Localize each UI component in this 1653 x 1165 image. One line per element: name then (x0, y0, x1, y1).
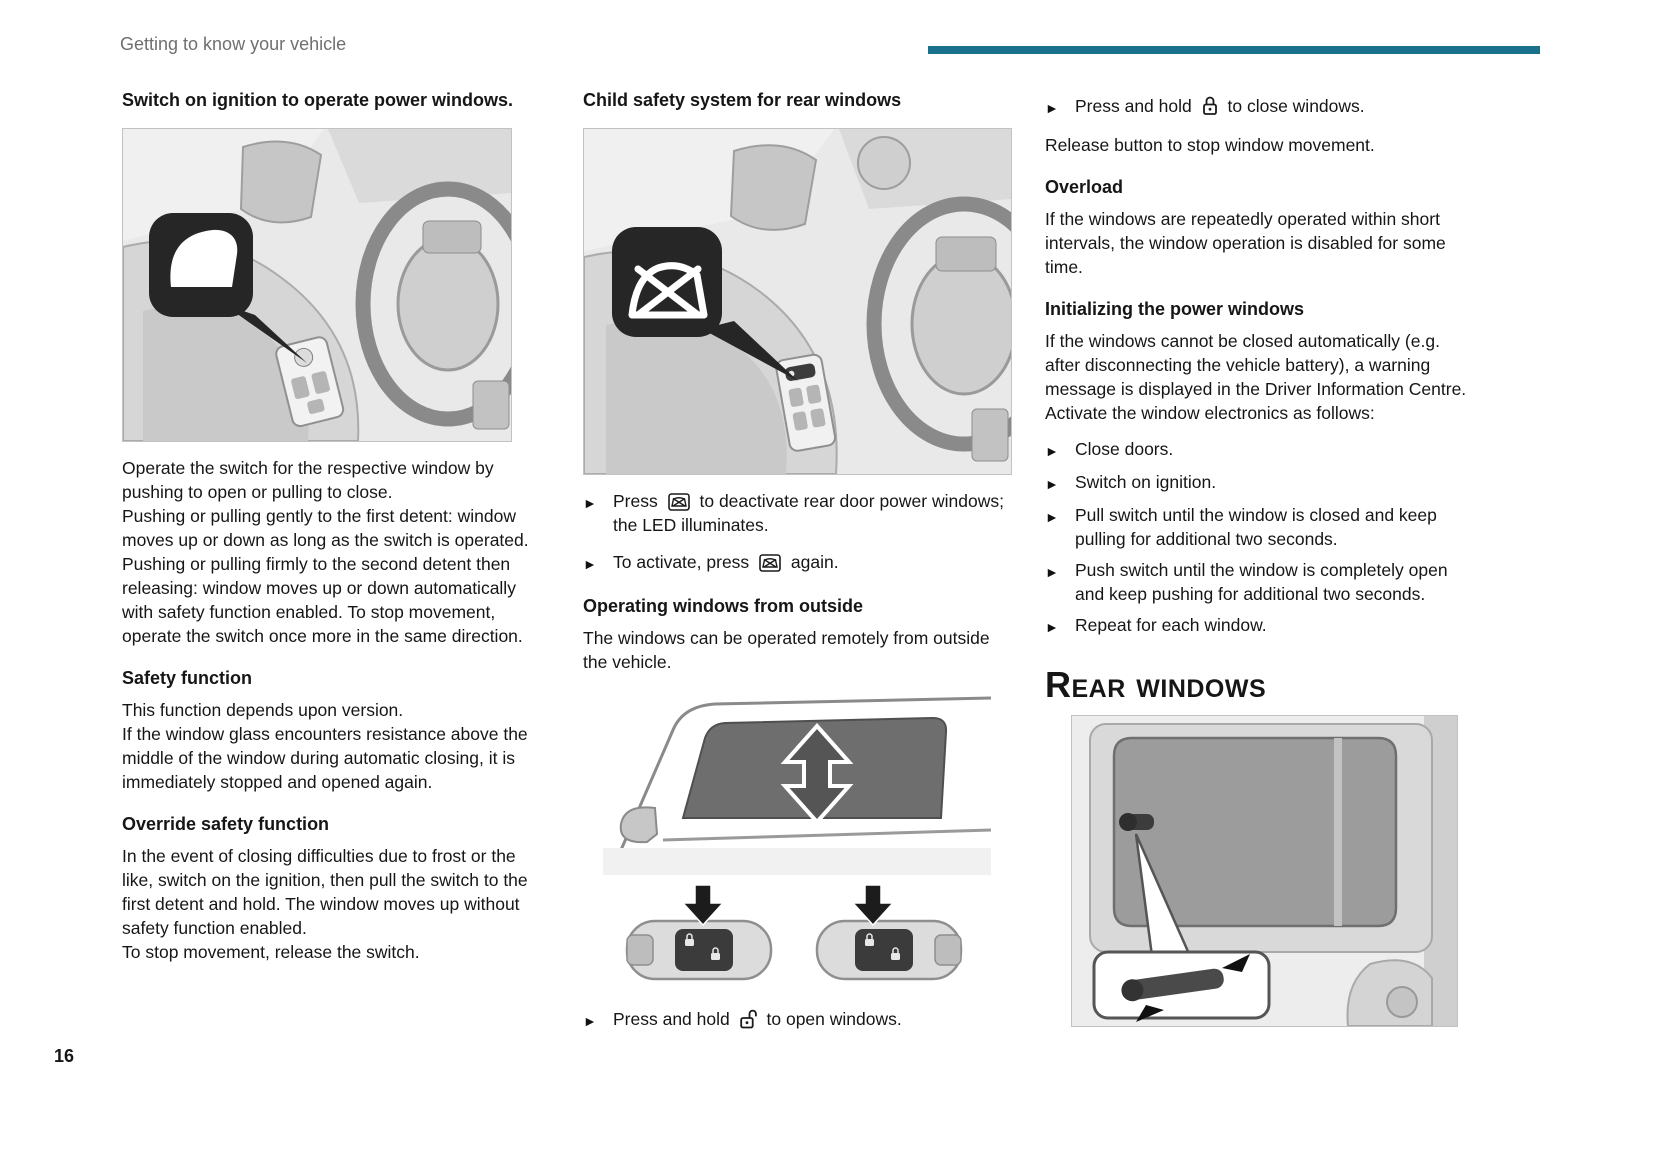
bullet-text: Press and hold to open windows. (613, 1007, 1011, 1033)
window-remote-illustration (603, 690, 992, 875)
child-lock-window-icon (667, 493, 690, 511)
triangle-bullet-icon: ► (1045, 509, 1059, 525)
latch-callout (1092, 950, 1271, 1022)
bullet-init-step: ► Repeat for each window. (1045, 613, 1469, 639)
heading-overload: Overload (1045, 177, 1124, 197)
up-down-arrow-icon (780, 722, 854, 826)
bullet-text-post: to open windows. (766, 1009, 902, 1029)
window-latch-knob (1119, 813, 1154, 831)
para-release-button: Release button to stop window movement. (1045, 135, 1375, 155)
bullet-text-pre: Press (613, 491, 658, 511)
bullet-text: Press to deactivate rear door power wind… (613, 489, 1011, 537)
latch-arrow-down-icon (1136, 1005, 1164, 1022)
para-operating-outside: The windows can be operated remotely fro… (583, 628, 990, 672)
key-fob-open (625, 884, 773, 981)
bullet-open-windows: ► Press and hold to open windows. (583, 1007, 1011, 1033)
column-right: ► Press and hold to close windows. Relea… (1045, 94, 1469, 1041)
child-lock-window-icon (759, 554, 781, 572)
bullet-text-pre: Press and hold (1075, 96, 1192, 116)
bullet-close-windows: ► Press and hold to close windows. (1045, 94, 1469, 120)
child-lock-switch-panel (775, 353, 837, 452)
triangle-bullet-icon: ► (1045, 564, 1059, 580)
accent-bar (928, 46, 1540, 54)
para-override-safety: In the event of closing difficulties due… (122, 846, 528, 962)
heading-safety-function: Safety function (122, 668, 253, 688)
bullet-text-post: again. (790, 552, 839, 572)
open-padlock-icon (739, 1008, 757, 1029)
bullet-text: Pull switch until the window is closed a… (1075, 505, 1437, 549)
bullet-text: Close doors. (1075, 439, 1174, 459)
figure-child-safety-switch (583, 128, 1062, 475)
bullet-text: Repeat for each window. (1075, 615, 1267, 635)
child-safety-illustration (583, 128, 1062, 475)
figure-window-remote-operation (603, 690, 1011, 875)
heading-child-safety: Child safety system for rear windows (583, 90, 902, 110)
triangle-bullet-icon: ► (1045, 100, 1059, 116)
bullet-text-post: to deactivate rear door power windows; t… (613, 491, 1004, 535)
closed-padlock-icon (1202, 95, 1218, 116)
column-left: Switch on ignition to operate power wind… (122, 88, 548, 966)
column-middle: Child safety system for rear windows (583, 88, 1062, 1046)
remote-keys-illustration (603, 881, 991, 989)
down-arrow-icon (681, 884, 725, 927)
para-safety-function: This function depends upon version. If t… (122, 700, 528, 792)
bullet-text: Switch on ignition. (1075, 472, 1217, 492)
bullet-activate-rear-windows: ► To activate, press again. (583, 550, 1011, 576)
rear-window-deactivate-icon (612, 227, 722, 337)
door-window-icon (149, 213, 253, 317)
bullet-text-pre: To activate, press (613, 552, 750, 572)
triangle-bullet-icon: ► (1045, 476, 1059, 492)
bullet-text: To activate, press again. (613, 550, 1011, 576)
heading-initializing: Initializing the power windows (1045, 299, 1305, 319)
para-overload: If the windows are repeatedly operated w… (1045, 209, 1446, 277)
triangle-bullet-icon: ► (1045, 619, 1059, 635)
heading-rear-windows: Rear windows (1045, 664, 1267, 705)
triangle-bullet-icon: ► (1045, 443, 1059, 459)
heading-switch-on-ignition: Switch on ignition to operate power wind… (122, 90, 513, 110)
para-initializing: If the windows cannot be closed automati… (1045, 331, 1467, 423)
door-switch-illustration (122, 128, 541, 442)
window-switch-panel (275, 336, 345, 428)
key-fob-close (815, 884, 963, 981)
triangle-bullet-icon: ► (583, 495, 597, 511)
bullet-text: Press and hold to close windows. (1075, 94, 1469, 120)
running-header: Getting to know your vehicle (120, 34, 347, 54)
bullet-init-step: ► Switch on ignition. (1045, 470, 1469, 496)
page-number: 16 (54, 1046, 75, 1066)
triangle-bullet-icon: ► (583, 1013, 597, 1029)
triangle-bullet-icon: ► (583, 556, 597, 572)
down-arrow-icon (851, 884, 895, 927)
figure-remote-keys (603, 881, 1011, 989)
bullet-init-step: ► Pull switch until the window is closed… (1045, 503, 1469, 551)
latch-arrow-up-icon (1222, 954, 1250, 972)
para-operate-switch: Operate the switch for the respective wi… (122, 458, 529, 646)
bullet-init-step: ► Close doors. (1045, 437, 1469, 463)
bullet-init-step: ► Push switch until the window is comple… (1045, 558, 1469, 606)
figure-rear-window-latch (1071, 715, 1469, 1027)
rear-window-illustration (1071, 715, 1458, 1027)
bullet-text-pre: Press and hold (613, 1009, 730, 1029)
bullet-text-post: to close windows. (1227, 96, 1365, 116)
figure-door-panel-window-switch (122, 128, 548, 442)
heading-operating-outside: Operating windows from outside (583, 596, 864, 616)
bullet-text: Push switch until the window is complete… (1075, 560, 1448, 604)
heading-override-safety: Override safety function (122, 814, 330, 834)
bullet-deactivate-rear-windows: ► Press to deactivate rear door power wi… (583, 489, 1011, 537)
